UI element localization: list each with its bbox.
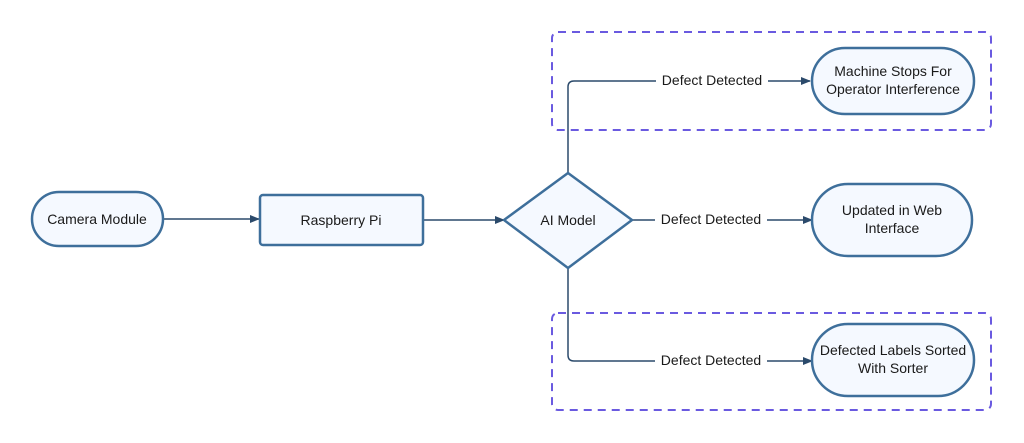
camera-module-label: Camera Module <box>47 211 147 227</box>
bottom-group-box <box>551 312 992 411</box>
edge-label-bottom: Defect Detected <box>661 352 761 368</box>
machine-stops-label-line1: Machine Stops For <box>834 63 952 79</box>
top-group-box <box>551 31 992 131</box>
edge-label-middle: Defect Detected <box>661 211 761 227</box>
ai-model-label: AI Model <box>540 212 595 228</box>
ai-model-node: AI Model <box>502 171 634 270</box>
edge-ai-to-sorter <box>567 268 813 365</box>
raspberry-pi-node: Raspberry Pi <box>258 193 425 247</box>
camera-module-node: Camera Module <box>30 190 165 248</box>
web-interface-label-line1: Updated in Web <box>842 202 942 218</box>
machine-stops-node: Machine Stops For Operator Interference <box>810 46 976 116</box>
sorter-label-line1: Defected Labels Sorted <box>820 342 966 358</box>
machine-stops-label-line2: Operator Interference <box>826 81 960 97</box>
web-interface-label-line2: Interface <box>865 220 920 236</box>
web-interface-node: Updated in Web Interface <box>810 182 974 258</box>
edge-ai-to-machine-stops <box>567 77 811 173</box>
raspberry-pi-label: Raspberry Pi <box>301 212 382 228</box>
sorter-label-line2: With Sorter <box>858 360 928 376</box>
sorter-node: Defected Labels Sorted With Sorter <box>810 322 976 398</box>
edge-label-top: Defect Detected <box>662 72 762 88</box>
